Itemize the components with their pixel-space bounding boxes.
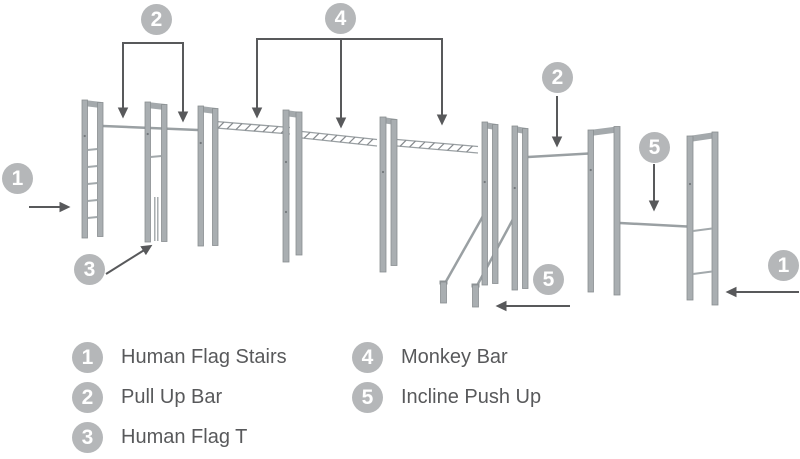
badge-number: 5 bbox=[361, 386, 374, 409]
annotation-badge-pull-up-bar-left: 2 bbox=[141, 4, 172, 35]
annotation-badge-pull-up-bar-right: 2 bbox=[542, 62, 573, 93]
legend-label: Human Flag T bbox=[121, 426, 248, 448]
annotation-badge-monkey-bar: 4 bbox=[325, 3, 356, 34]
badge-number: 2 bbox=[81, 386, 94, 409]
upright-frame-6 bbox=[481, 121, 499, 286]
legend-item-human-flag-t: 3 Human Flag T bbox=[72, 422, 287, 453]
legend-item-incline-push-up: 5 Incline Push Up bbox=[352, 382, 541, 413]
monkey-bar-drawing bbox=[215, 120, 479, 154]
upright-frame-3 bbox=[197, 105, 219, 247]
legend-item-human-flag-stairs: 1 Human Flag Stairs bbox=[72, 342, 287, 373]
annotation-badge-incline-push-up-right: 5 bbox=[639, 132, 670, 163]
legend-label: Human Flag Stairs bbox=[121, 346, 287, 368]
badge-number: 1 bbox=[81, 346, 94, 369]
legend-column-1: 1 Human Flag Stairs 2 Pull Up Bar 3 Huma… bbox=[72, 342, 287, 459]
upright-frame-7 bbox=[511, 125, 529, 291]
badge-number: 2 bbox=[551, 66, 564, 89]
badge-number: 3 bbox=[81, 426, 94, 449]
legend-badge: 5 bbox=[352, 382, 383, 413]
badge-number: 5 bbox=[648, 136, 661, 159]
annotation-badge-human-flag-t: 3 bbox=[74, 254, 105, 285]
pull-up-bar-right-drawing bbox=[527, 152, 590, 159]
annotation-badge-human-flag-stairs-right: 1 bbox=[768, 250, 799, 281]
human-flag-t-drawing bbox=[144, 101, 168, 243]
legend-badge: 3 bbox=[72, 422, 103, 453]
upright-frame-5 bbox=[379, 116, 398, 273]
legend-label: Incline Push Up bbox=[401, 386, 542, 408]
legend-badge: 1 bbox=[72, 342, 103, 373]
annotation-arrows bbox=[29, 38, 799, 312]
legend-badge: 2 bbox=[72, 382, 103, 413]
upright-frame-8 bbox=[587, 126, 621, 296]
legend-item-pull-up-bar: 2 Pull Up Bar bbox=[72, 382, 287, 413]
legend-badge: 4 bbox=[352, 342, 383, 373]
incline-push-up-left-drawing bbox=[439, 211, 517, 308]
annotation-badge-human-flag-stairs-left: 1 bbox=[2, 163, 33, 194]
badge-number: 4 bbox=[361, 346, 374, 369]
legend-column-2: 4 Monkey Bar 5 Incline Push Up bbox=[352, 342, 541, 422]
human-flag-stairs-right-drawing bbox=[686, 131, 719, 306]
badge-number: 5 bbox=[542, 268, 555, 291]
incline-push-up-right-drawing bbox=[619, 221, 688, 228]
badge-number: 1 bbox=[11, 167, 24, 190]
annotation-badge-incline-push-up-left: 5 bbox=[533, 264, 564, 295]
badge-number: 2 bbox=[150, 8, 163, 31]
badge-number: 1 bbox=[777, 254, 790, 277]
badge-number: 4 bbox=[334, 7, 347, 30]
badge-number: 3 bbox=[83, 258, 96, 281]
legend-item-monkey-bar: 4 Monkey Bar bbox=[352, 342, 541, 373]
human-flag-stairs-left-drawing bbox=[81, 99, 104, 239]
legend-label: Pull Up Bar bbox=[121, 386, 223, 408]
upright-frame-4 bbox=[282, 109, 303, 263]
legend-label: Monkey Bar bbox=[401, 346, 508, 368]
